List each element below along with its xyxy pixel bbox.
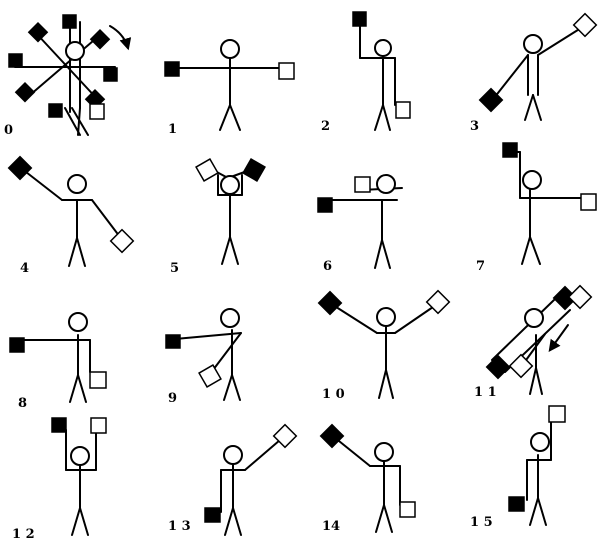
semaphore-figure-10: 1 0	[319, 291, 450, 402]
semaphore-figure-14: 14	[321, 425, 415, 534]
figure-lines	[510, 152, 586, 264]
light-flag-icon	[90, 104, 104, 119]
head-icon	[523, 171, 541, 189]
light-flag-icon	[574, 14, 597, 37]
light-flag-icon	[111, 230, 134, 253]
dark-flag-icon	[503, 143, 517, 157]
figure-label: 1 3	[168, 519, 191, 534]
figure-lines	[360, 22, 395, 130]
semaphore-figure-9: 9	[166, 309, 241, 406]
light-flag-icon	[396, 102, 410, 118]
figure-label: 9	[168, 391, 177, 406]
figure-label: 0	[4, 123, 13, 138]
figure-label: 2	[321, 119, 330, 134]
head-icon	[66, 42, 84, 60]
head-icon	[221, 176, 239, 194]
figure-lines	[66, 430, 96, 535]
figure-lines	[175, 58, 287, 130]
head-icon	[71, 447, 89, 465]
head-icon	[68, 175, 86, 193]
dark-flag-icon	[49, 104, 62, 117]
figure-label: 14	[322, 519, 340, 534]
semaphore-figure-4: 4	[9, 157, 134, 276]
dark-flag-icon	[165, 62, 179, 76]
light-flag-icon	[196, 159, 218, 181]
head-icon	[69, 313, 87, 331]
figure-label: 4	[20, 261, 29, 276]
dark-flag-icon	[9, 54, 22, 67]
dark-flag-icon	[353, 12, 366, 26]
dark-flag-icon	[319, 292, 342, 315]
figure-label: 3	[470, 119, 479, 134]
head-icon	[224, 446, 242, 464]
figure-label: 5	[170, 261, 179, 276]
dark-flag-icon	[487, 356, 510, 379]
dark-flag-icon	[16, 83, 34, 101]
light-flag-icon	[510, 355, 533, 378]
semaphore-figure-3: 3	[470, 14, 596, 134]
semaphore-figure-15: 1 5	[470, 406, 565, 530]
dark-flag-icon	[243, 159, 265, 181]
light-flag-icon	[199, 365, 221, 387]
semaphore-figure-1: 1	[165, 40, 294, 137]
semaphore-figure-8: 8	[10, 313, 106, 411]
semaphore-figure-11: 1 1	[474, 286, 591, 400]
dark-flag-icon	[166, 335, 180, 348]
figure-label: 7	[476, 259, 485, 274]
light-flag-icon	[569, 286, 592, 309]
head-icon	[525, 309, 543, 327]
light-flag-icon	[400, 502, 415, 517]
light-flag-icon	[549, 406, 565, 422]
dark-flag-icon	[29, 23, 47, 41]
dark-flag-icon	[509, 497, 524, 511]
head-icon	[524, 35, 542, 53]
dark-flag-icon	[52, 418, 66, 432]
figure-label: 1	[168, 122, 177, 137]
light-flag-icon	[355, 177, 370, 192]
light-flag-icon	[279, 63, 294, 79]
head-icon	[221, 40, 239, 58]
figure-label: 8	[18, 396, 27, 411]
dark-flag-icon	[63, 15, 76, 28]
semaphore-figure-5: 5	[170, 159, 265, 276]
head-icon	[221, 309, 239, 327]
head-icon	[377, 175, 395, 193]
semaphore-figure-7: 7	[476, 143, 596, 274]
light-flag-icon	[91, 418, 106, 433]
figure-lines	[175, 330, 241, 400]
dark-flag-icon	[104, 68, 117, 81]
semaphore-figure-13: 1 3	[168, 425, 296, 535]
semaphore-figure-0: 0	[4, 15, 128, 138]
light-flag-icon	[274, 425, 297, 448]
semaphore-figure-2: 2	[321, 12, 410, 134]
head-icon	[375, 443, 393, 461]
head-icon	[377, 308, 395, 326]
figure-label: 6	[323, 259, 332, 274]
figure-label: 1 5	[470, 515, 493, 530]
figure-label: 1 2	[12, 527, 35, 540]
figure-label: 1 0	[322, 387, 345, 402]
dark-flag-icon	[321, 425, 344, 448]
dark-flag-icon	[91, 30, 109, 48]
head-icon	[375, 40, 391, 56]
dark-flag-icon	[318, 198, 332, 212]
figure-lines	[22, 335, 90, 402]
light-flag-icon	[90, 372, 106, 388]
head-icon	[531, 433, 549, 451]
semaphore-figure-12: 1 2	[12, 418, 106, 540]
light-flag-icon	[581, 194, 596, 210]
semaphore-figure-6: 6	[318, 175, 402, 274]
figure-label: 1 1	[474, 385, 497, 400]
dark-flag-icon	[9, 157, 32, 180]
dark-flag-icon	[205, 508, 220, 522]
figure-lines	[328, 188, 402, 268]
dark-flag-icon	[10, 338, 24, 352]
